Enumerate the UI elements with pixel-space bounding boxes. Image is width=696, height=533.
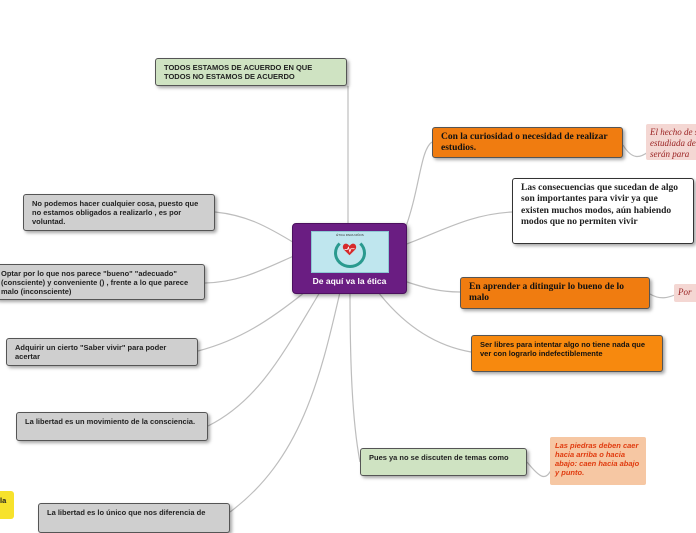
node-aprender-text: En aprender a ditinguir lo bueno de lo m… bbox=[469, 282, 624, 304]
node-consecuencias[interactable]: Las consecuencias que sucedan de algo so… bbox=[512, 178, 694, 244]
node-consecuencias-text: Las consecuencias que sucedan de algo so… bbox=[521, 183, 679, 228]
link-libres bbox=[377, 291, 472, 353]
central-image: ÉTICA PARA NIÑOS bbox=[311, 231, 389, 273]
link-libertad-mov bbox=[207, 291, 321, 427]
node-aprender-note-text: Por bbox=[678, 287, 692, 297]
node-libertad-movimiento-text: La libertad es un movimiento de la consc… bbox=[25, 417, 196, 426]
link-aprender bbox=[403, 280, 461, 293]
central-image-caption: ÉTICA PARA NIÑOS bbox=[336, 233, 364, 237]
node-pues-ya-text: Pues ya no se discuten de temas como bbox=[369, 453, 509, 462]
link-optar bbox=[204, 254, 297, 284]
node-curiosidad-note-text: El hecho de ser estudiada desde serán pa… bbox=[650, 127, 696, 159]
node-optar[interactable]: Optar por lo que nos parece "bueno" "ade… bbox=[0, 264, 205, 300]
node-no-podemos-text: No podemos hacer cualquier cosa, puesto … bbox=[32, 199, 199, 226]
node-libertad-movimiento[interactable]: La libertad es un movimiento de la consc… bbox=[16, 412, 208, 441]
node-curiosidad[interactable]: Con la curiosidad o necesidad de realiza… bbox=[432, 127, 623, 158]
link-consecuencias bbox=[403, 211, 513, 246]
node-libres[interactable]: Ser libres para intentar algo no tiene n… bbox=[471, 335, 663, 372]
link-piedras bbox=[526, 461, 553, 478]
central-title: De aquí va la ética bbox=[312, 276, 387, 286]
node-libertad-unico-text: La libertad es lo único que nos diferenc… bbox=[47, 508, 206, 517]
node-piedras-text: Las piedras deben caer hacia arriba o ha… bbox=[555, 441, 640, 477]
heart-icon bbox=[342, 243, 357, 256]
node-curiosidad-note[interactable]: El hecho de ser estudiada desde serán pa… bbox=[646, 124, 696, 160]
node-libres-text: Ser libres para intentar algo no tiene n… bbox=[480, 340, 646, 358]
node-yellow-fragment[interactable]: la bbox=[0, 491, 14, 519]
node-todos-text: TODOS ESTAMOS DE ACUERDO EN QUE TODOS NO… bbox=[164, 63, 313, 81]
node-adquirir-text: Adquirir un cierto "Saber vivir" para po… bbox=[15, 343, 167, 361]
node-pues-ya[interactable]: Pues ya no se discuten de temas como bbox=[360, 448, 527, 476]
link-adquirir bbox=[197, 291, 306, 352]
node-optar-text: Optar por lo que nos parece "bueno" "ade… bbox=[1, 269, 189, 296]
link-pues-ya bbox=[349, 291, 361, 463]
node-adquirir[interactable]: Adquirir un cierto "Saber vivir" para po… bbox=[6, 338, 198, 366]
link-curiosidad-note bbox=[622, 144, 649, 157]
link-libertad-unico bbox=[229, 291, 341, 513]
node-aprender-note[interactable]: Por bbox=[674, 284, 696, 302]
hands-icon bbox=[334, 238, 366, 268]
link-aprender-note bbox=[649, 293, 678, 299]
node-todos[interactable]: TODOS ESTAMOS DE ACUERDO EN QUE TODOS NO… bbox=[155, 58, 347, 86]
central-topic[interactable]: ÉTICA PARA NIÑOS De aquí va la ética bbox=[292, 223, 407, 294]
node-aprender[interactable]: En aprender a ditinguir lo bueno de lo m… bbox=[460, 277, 650, 309]
node-libertad-unico[interactable]: La libertad es lo único que nos diferenc… bbox=[38, 503, 230, 533]
link-no-podemos bbox=[214, 211, 297, 245]
node-piedras[interactable]: Las piedras deben caer hacia arriba o ha… bbox=[550, 437, 646, 485]
node-curiosidad-text: Con la curiosidad o necesidad de realiza… bbox=[441, 132, 608, 154]
link-curiosidad bbox=[403, 141, 433, 233]
node-yellow-fragment-text: la bbox=[0, 496, 7, 505]
node-no-podemos[interactable]: No podemos hacer cualquier cosa, puesto … bbox=[23, 194, 215, 231]
